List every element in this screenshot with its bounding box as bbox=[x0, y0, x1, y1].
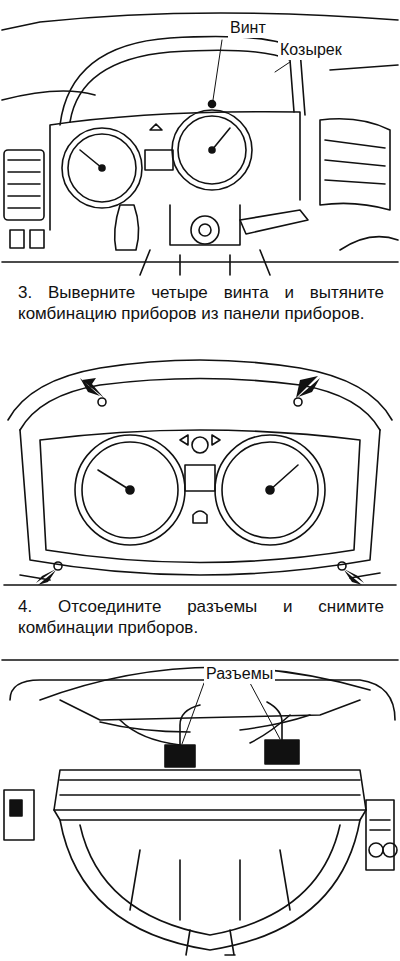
dashboard-view bbox=[2, 13, 398, 275]
part-label: Козырек bbox=[278, 40, 344, 60]
part-label: Винт bbox=[228, 18, 268, 38]
step-text: 4. Отсоедините разъемы и снимите комбина… bbox=[18, 596, 384, 639]
removal-view bbox=[2, 660, 398, 955]
cluster-view bbox=[4, 360, 396, 585]
part-label: Разъемы bbox=[204, 664, 275, 684]
step-text: 3. Выверните четыре винта и вытяните ком… bbox=[18, 282, 384, 325]
